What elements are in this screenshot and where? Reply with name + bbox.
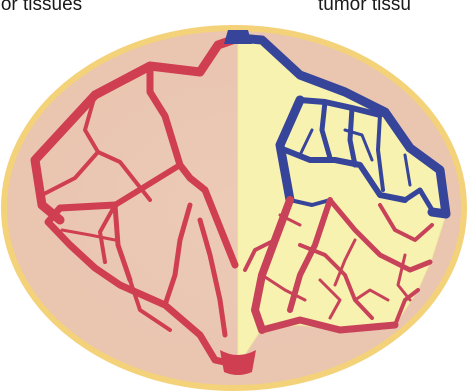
main-inflow-vessel [224, 30, 252, 44]
